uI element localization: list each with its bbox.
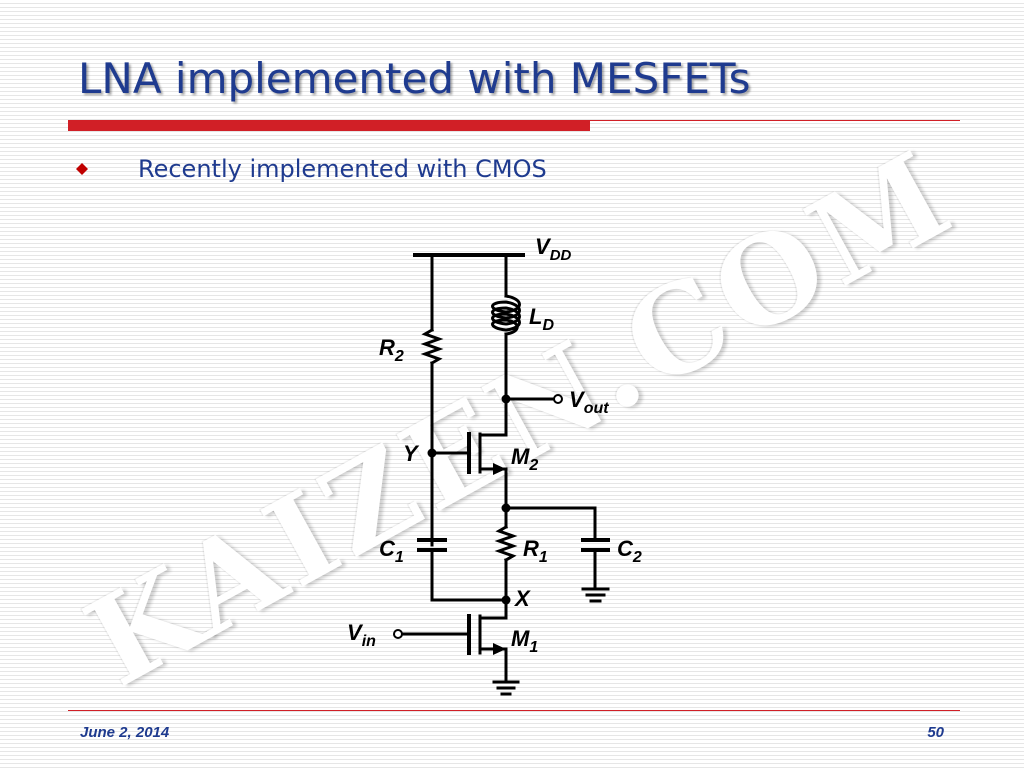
title-underline-rule (590, 120, 960, 121)
slide-number: 50 (927, 724, 944, 741)
label-vin: Vin (347, 620, 376, 650)
label-r2: R2 (379, 335, 404, 365)
diamond-bullet-icon (76, 163, 88, 175)
label-m2: M2 (511, 444, 538, 474)
label-c2: C2 (617, 536, 642, 566)
bullet-text: Recently implemented with CMOS (138, 155, 547, 183)
label-r1: R1 (523, 536, 548, 566)
label-ld: LD (529, 304, 554, 334)
label-x: X (513, 586, 531, 611)
label-y: Y (403, 441, 420, 466)
label-vdd: VDD (535, 234, 572, 264)
label-vout: Vout (569, 387, 609, 417)
label-m1: M1 (511, 626, 538, 656)
footer-rule (68, 710, 960, 711)
footer-date: June 2, 2014 (80, 724, 170, 741)
label-c1: C1 (379, 536, 404, 566)
lna-schematic: VDD LD R2 Vout Y M2 C1 R1 C2 X Vin M1 (347, 234, 642, 696)
slide-title: LNA implemented with MESFETs (78, 54, 751, 103)
circuit-diagram: VDD LD R2 Vout Y M2 C1 R1 C2 X Vin M1 (343, 232, 650, 706)
title-underline-bar (68, 120, 590, 131)
